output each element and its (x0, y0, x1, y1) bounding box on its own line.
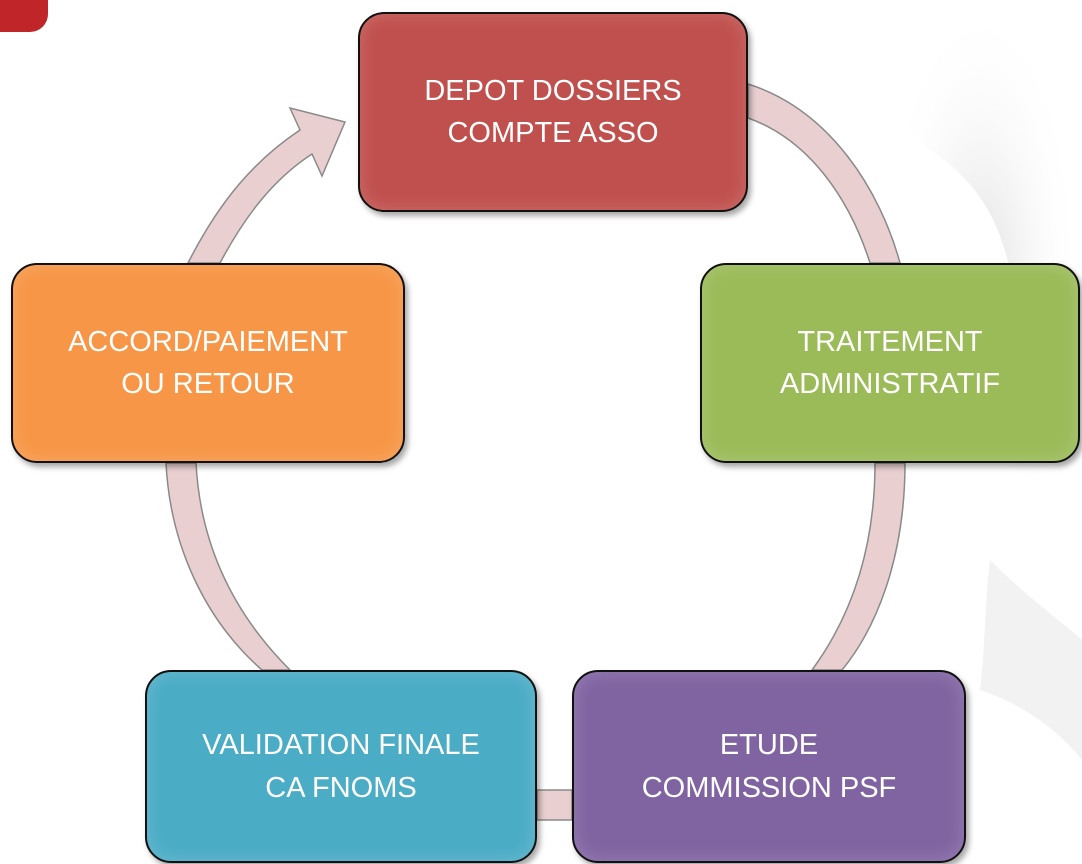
step-label-line2: ADMINISTRATIF (779, 368, 1001, 400)
step-validation-finale: VALIDATION FINALE CA FNOMS (145, 670, 537, 863)
step-label-line2: COMPTE ASSO (447, 117, 659, 149)
ring-arc-traitement-etude (810, 462, 906, 671)
step-depot-dossiers: DEPOT DOSSIERS COMPTE ASSO (358, 12, 748, 212)
ring-arc-etude-validation (536, 789, 573, 821)
step-label-line2: CA FNOMS (265, 771, 417, 804)
step-accord-paiement: ACCORD/PAIEMENT OU RETOUR (11, 263, 405, 463)
step-label-line2: COMMISSION PSF (641, 771, 897, 804)
step-label-line1: VALIDATION FINALE (202, 729, 480, 762)
step-label-line1: ACCORD/PAIEMENT (68, 325, 348, 358)
step-etude-commission: ETUDE COMMISSION PSF (572, 670, 966, 863)
background-silhouette-lower (980, 560, 1082, 760)
step-label-line1: DEPOT DOSSIERS (424, 74, 682, 107)
step-label-line1: ETUDE (719, 729, 819, 762)
step-label-line2: OU RETOUR (121, 368, 295, 400)
ring-arrow-accord-depot (186, 106, 347, 264)
cycle-ring (165, 82, 906, 821)
corner-tab (0, 0, 48, 32)
ring-arc-depot-traitement (747, 82, 901, 264)
ring-arc-validation-accord (165, 462, 292, 671)
step-traitement-administratif: TRAITEMENT ADMINISTRATIF (700, 263, 1080, 463)
step-label-line1: TRAITEMENT (797, 325, 983, 358)
